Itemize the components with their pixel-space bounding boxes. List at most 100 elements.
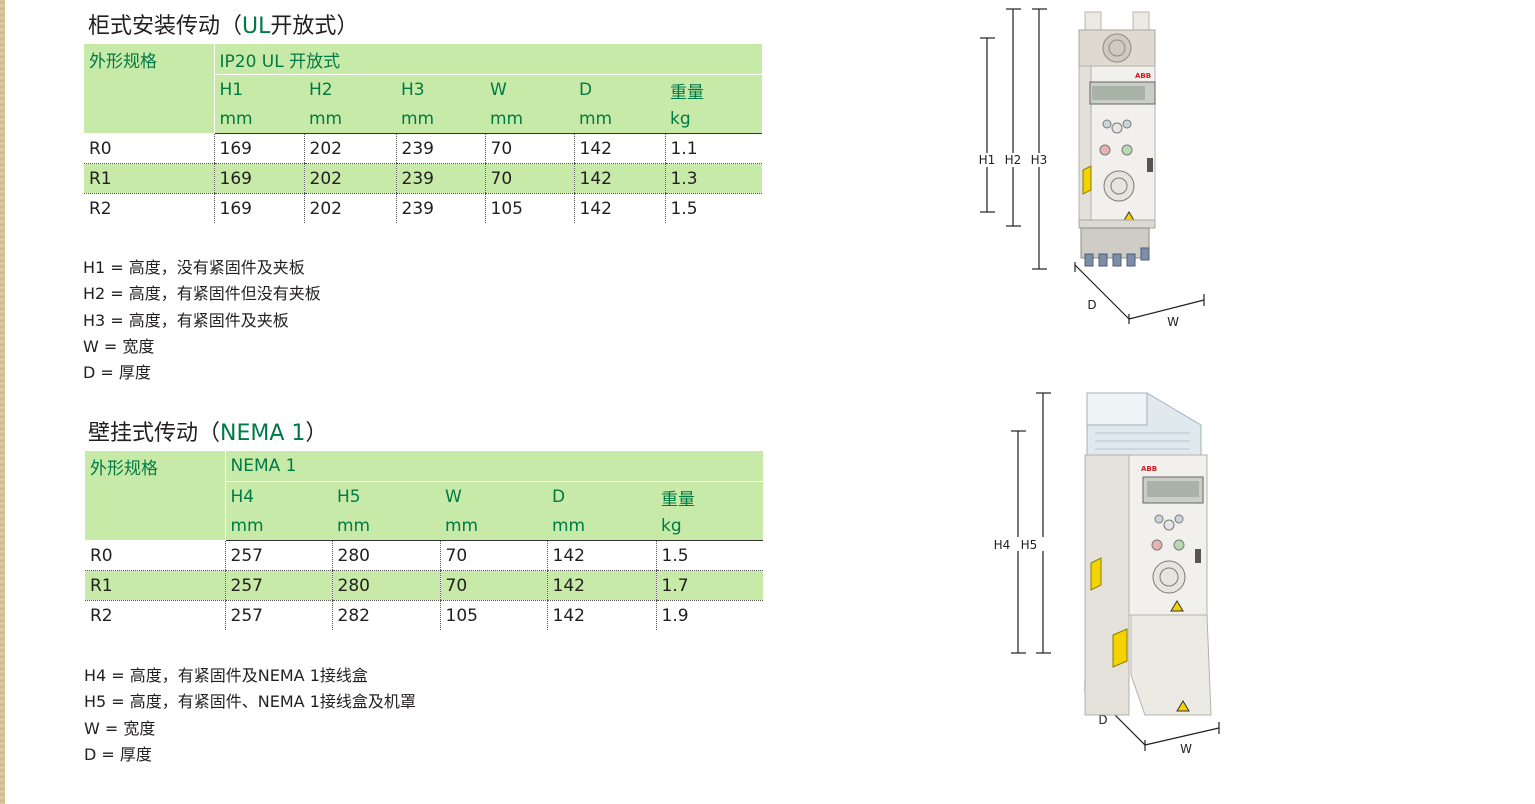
value-cell: 280 <box>331 540 440 571</box>
column-header-d: D <box>547 481 656 512</box>
drive-illustration-2: ABB <box>1084 392 1212 716</box>
column-header-h4: H4 <box>224 481 332 512</box>
value-cell: 282 <box>331 600 440 630</box>
column-header-h1: H1 <box>213 74 304 105</box>
value-cell: 239 <box>395 133 485 164</box>
unit-h5: mm <box>332 512 440 541</box>
table-row: R2 169 202 239 105 142 1.5 <box>84 193 763 223</box>
cabinet-section-title: 柜式安装传动（UL开放式） <box>88 14 358 40</box>
label-w: W <box>1180 742 1192 756</box>
value-cell: 70 <box>484 133 574 164</box>
unit-h1: mm <box>213 105 304 134</box>
frame-cell: R1 <box>85 570 225 601</box>
enclosure-type-header: IP20 UL 开放式 <box>213 44 763 75</box>
column-header-h5: H5 <box>332 481 440 512</box>
value-cell: 142 <box>546 570 656 601</box>
label-h1: H1 <box>979 153 996 167</box>
enclosure-type-header: NEMA 1 <box>224 451 763 482</box>
wall-drive-dimension-figure: H4 H5 D W ABB <box>975 385 1235 760</box>
note-line: H1 = 高度，没有紧固件及夹板 <box>83 258 305 277</box>
note-line: W = 宽度 <box>83 336 155 356</box>
wall-section-title: 壁挂式传动（NEMA 1） <box>88 421 327 447</box>
value-cell: 202 <box>303 193 396 223</box>
value-cell: 202 <box>303 163 396 194</box>
column-header-w: W <box>485 74 574 105</box>
column-header-w: W <box>440 481 547 512</box>
note-line: H3 = 高度，有紧固件及夹板 <box>83 310 289 330</box>
column-header-weight: 重量 <box>665 74 763 105</box>
note-line: W = 宽度 <box>84 718 156 738</box>
note-line: D = 厚度 <box>84 744 152 764</box>
value-cell: 1.9 <box>655 600 763 630</box>
wall-dimension-notes: H4 = 高度，有紧固件及NEMA 1接线盒 H5 = 高度，有紧固件、NEMA… <box>84 663 416 768</box>
value-cell: 239 <box>395 163 485 194</box>
frame-size-header: 外形规格 <box>84 44 214 134</box>
note-line: H2 = 高度，有紧固件但没有夹板 <box>83 284 321 304</box>
value-cell: 142 <box>573 193 665 223</box>
label-h5: H5 <box>1021 538 1038 552</box>
unit-w: mm <box>440 512 547 541</box>
value-cell: 142 <box>573 163 665 194</box>
unit-h4: mm <box>224 512 332 541</box>
cabinet-title-prefix: 柜式安装传动（ <box>88 14 243 39</box>
table-row: R0 257 280 70 142 1.5 <box>85 540 763 571</box>
unit-h2: mm <box>304 105 396 134</box>
value-cell: 169 <box>213 133 304 164</box>
column-header-weight: 重量 <box>656 481 763 512</box>
wall-dimension-table: 外形规格 NEMA 1 H4 H5 W D 重量 mm mm mm mm kg … <box>85 451 763 630</box>
label-w: W <box>1167 315 1179 329</box>
label-h3: H3 <box>1031 153 1048 167</box>
frame-cell: R2 <box>89 198 112 219</box>
value-cell: 70 <box>439 540 547 571</box>
cabinet-drive-dimension-figure: H1 H2 H3 D W ABB <box>955 0 1215 340</box>
value-cell: 169 <box>213 193 304 223</box>
frame-cell: R2 <box>90 605 113 626</box>
unit-d: mm <box>574 105 665 134</box>
value-cell: 169 <box>213 163 304 194</box>
value-cell: 280 <box>331 570 440 601</box>
table-row: R2 257 282 105 142 1.9 <box>85 600 763 630</box>
value-cell: 1.5 <box>664 193 763 223</box>
note-line: H4 = 高度，有紧固件及NEMA 1接线盒 <box>84 666 368 685</box>
value-cell: 257 <box>224 600 332 630</box>
frame-cell: R1 <box>84 163 214 194</box>
frame-size-header: 外形规格 <box>85 451 225 541</box>
value-cell: 1.7 <box>655 570 763 601</box>
table-row: R1 169 202 239 70 142 1.3 <box>84 163 763 194</box>
brand-logo: ABB <box>1141 465 1157 473</box>
drive-illustration-1: ABB <box>1078 11 1156 267</box>
value-cell: 1.1 <box>664 133 763 164</box>
value-cell: 1.5 <box>655 540 763 571</box>
table-row: R1 257 280 70 142 1.7 <box>85 570 763 601</box>
unit-weight: kg <box>665 105 763 134</box>
label-h4: H4 <box>994 538 1011 552</box>
unit-d: mm <box>547 512 656 541</box>
unit-w: mm <box>485 105 574 134</box>
unit-weight: kg <box>656 512 763 541</box>
value-cell: 142 <box>546 540 656 571</box>
value-cell: 1.3 <box>664 163 763 194</box>
note-line: D = 厚度 <box>83 363 151 383</box>
label-d: D <box>1087 298 1096 312</box>
label-d: D <box>1098 713 1107 727</box>
value-cell: 105 <box>484 193 574 223</box>
cabinet-title-suffix: 开放式） <box>270 14 359 39</box>
note-line: H5 = 高度，有紧固件、NEMA 1接线盒及机罩 <box>84 692 416 712</box>
unit-h3: mm <box>396 105 485 134</box>
value-cell: 70 <box>439 570 547 601</box>
value-cell: 239 <box>395 193 485 223</box>
value-cell: 142 <box>573 133 665 164</box>
frame-cell: R0 <box>85 540 225 571</box>
cabinet-dimension-table: 外形规格 IP20 UL 开放式 H1 H2 H3 W D 重量 mm mm m… <box>84 44 763 223</box>
value-cell: 105 <box>439 600 547 630</box>
brand-logo: ABB <box>1135 72 1151 80</box>
value-cell: 257 <box>224 540 332 571</box>
wall-title-suffix: ） <box>305 421 328 446</box>
value-cell: 257 <box>224 570 332 601</box>
cabinet-dimension-notes: H1 = 高度，没有紧固件及夹板 H2 = 高度，有紧固件但没有夹板 H3 = … <box>83 255 321 386</box>
wall-title-prefix: 壁挂式传动（ <box>88 421 221 446</box>
label-h2: H2 <box>1005 153 1022 167</box>
page-edge <box>0 0 5 804</box>
column-header-h2: H2 <box>304 74 396 105</box>
table-row: R0 169 202 239 70 142 1.1 <box>84 133 763 164</box>
